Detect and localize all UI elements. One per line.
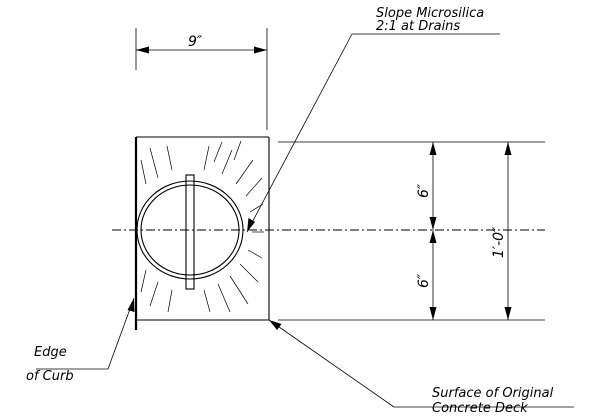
total-height-arrow-top <box>504 142 512 155</box>
deck-leader-diagonal <box>268 319 395 408</box>
height-dimensions: 6″ 6″ 1′-0″ <box>278 141 545 321</box>
width-arrow-left <box>136 46 149 54</box>
total-height-arrow-bottom <box>504 307 512 320</box>
drain-body <box>134 136 270 330</box>
slope-callout-line2: 2:1 at Drains <box>376 19 460 34</box>
drain-inner-ring <box>140 184 240 276</box>
deck-leader-arrow <box>269 320 282 330</box>
upper-half-arrow-bottom <box>429 217 437 230</box>
width-arrow-right <box>254 46 267 54</box>
drain-grate-bar <box>185 174 195 290</box>
slope-callout-line1: Slope Microsilica <box>376 6 484 21</box>
edge-leader-arrow <box>127 298 135 312</box>
lower-half-arrow-top <box>429 230 437 243</box>
width-dimension-label: 9″ <box>188 34 203 50</box>
slope-callout: Slope Microsilica 2:1 at Drains <box>246 6 500 233</box>
edge-of-curb-callout: Edge of Curb <box>26 297 135 384</box>
lower-half-label: 6″ <box>416 273 432 288</box>
edge-callout-line1: Edge <box>34 345 67 360</box>
deck-callout-line2: Concrete Deck <box>432 401 528 416</box>
upper-half-arrow-top <box>429 142 437 155</box>
slope-leader-arrow <box>247 218 255 232</box>
upper-half-label: 6″ <box>416 183 432 198</box>
slope-leader-diagonal <box>246 33 353 233</box>
total-height-label: 1′-0″ <box>491 226 507 258</box>
lower-half-arrow-bottom <box>429 307 437 320</box>
width-dimension: 9″ <box>135 28 268 130</box>
concrete-deck-callout: Surface of Original Concrete Deck <box>268 319 574 416</box>
edge-callout-line2: of Curb <box>26 369 74 384</box>
deck-callout-line1: Surface of Original <box>432 386 554 401</box>
slope-hatching <box>140 140 264 313</box>
